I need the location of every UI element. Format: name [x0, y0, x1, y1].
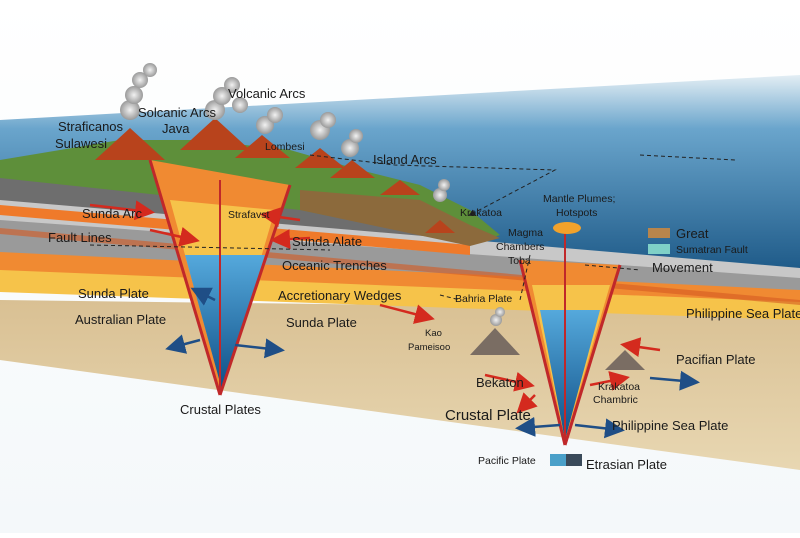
label-pameisoo: Pameisoo [408, 342, 450, 353]
label-etrasian-plate: Etrasian Plate [586, 457, 667, 472]
label-mantle-plumes: Mantle Plumes; [543, 193, 615, 205]
label-chambric: Chambric [593, 394, 638, 406]
label-oceanic-trenches: Oceanic Trenches [282, 258, 387, 273]
label-magma: Magma [508, 227, 543, 239]
label-sulawesi: Sulawesi [55, 136, 107, 151]
label-fault-lines: Fault Lines [48, 230, 112, 245]
label-pacifian-plate: Pacifian Plate [676, 352, 756, 367]
label-great: Great [676, 226, 709, 241]
label-krakatoa-top: Krakatoa [460, 207, 502, 219]
smoke-plume-icon [120, 63, 505, 326]
label-island-arcs: Island Arcs [373, 152, 437, 167]
label-philippine-sea-plate-top: Philippine Sea Plate [686, 306, 800, 321]
label-sunda-arc: Sunda Arc [82, 206, 142, 221]
label-pacific-plate: Pacific Plate [478, 455, 536, 467]
label-java: Java [162, 121, 190, 136]
label-sumatran-fault: Sumatran Fault [676, 244, 748, 256]
label-accretionary-wedges: Accretionary Wedges [278, 288, 402, 303]
label-movement: Movement [652, 260, 713, 275]
label-strafavst: Strafavst [228, 209, 270, 221]
label-sunda-plate-left: Sunda Plate [78, 286, 149, 301]
label-volcanic-arcs: Volcanic Arcs [228, 86, 306, 101]
label-chambers: Chambers [496, 241, 544, 253]
label-solcanic-arcs: Solcanic Arcs [138, 105, 217, 120]
label-kao: Kao [425, 328, 442, 339]
volcano-icon [95, 118, 645, 370]
label-crustal-plates: Crustal Plates [180, 402, 261, 417]
label-toba: Toba [508, 255, 531, 267]
label-crustal-plate: Crustal Plate [445, 407, 531, 424]
label-bekaton: Bekaton [476, 375, 524, 390]
label-straficanos: Straficanos [58, 119, 124, 134]
legend-swatch-icon [550, 228, 670, 466]
label-australian-plate: Australian Plate [75, 312, 166, 327]
label-lombesi: Lombesi [265, 141, 305, 153]
subduction-arrow-icon [89, 200, 700, 439]
label-banda-plate: Bahria Plate [455, 293, 512, 305]
label-philippine-sea-plate-bottom: Philippine Sea Plate [612, 418, 728, 433]
leader-lines [89, 154, 736, 301]
right-trench [540, 310, 600, 440]
label-krakatoa-bottom: Krakatoa [598, 381, 640, 393]
label-hotspots: Hotspots [556, 207, 597, 219]
label-sunda-alate: Sunda Alate [292, 234, 362, 249]
label-sunda-plate-mid: Sunda Plate [286, 315, 357, 330]
